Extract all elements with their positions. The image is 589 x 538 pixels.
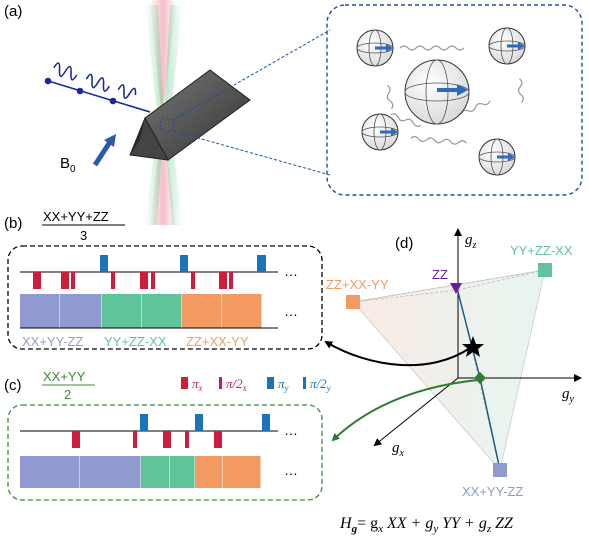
sequence-box-b [7,245,323,350]
pulse-sequence-b [33,255,266,289]
pulse-pi-y [195,414,203,431]
frac-b-denominator: 3 [80,228,87,243]
focus-circle [159,117,175,133]
pulse-pi-y [140,414,148,431]
legend-pi2-x-swatch [219,377,222,389]
pulse-pi-x [140,272,148,289]
vertex-xx-yy-zz [493,463,507,477]
pulse-pi-x [219,272,227,289]
vertex-label-top: YY+ZZ-XX [510,243,573,258]
vertex-label-bottom: XX+YY-ZZ [462,484,523,499]
arrow-c-to-diamond [331,379,479,442]
legend-pi2-x: π/2x [226,376,247,393]
pulse-pi2-x [229,272,233,289]
axis-label-gy: gy [562,386,575,405]
bloch-sphere-icon [356,29,394,67]
bloch-sphere-icon [361,113,399,151]
ellipsis-c1: … [284,422,298,438]
legend-pi-y: πy [278,376,289,393]
diamond-crystal-icon [129,69,251,161]
spin-cluster [356,27,526,176]
vertex-label-left: ZZ+XX-YY [326,277,389,292]
axis-label-gz: gz [465,232,477,251]
bloch-sphere-icon [404,59,470,125]
frac-b-numerator: XX+YY+ZZ [43,209,109,224]
ellipsis-b1: … [284,263,298,279]
seg-label-zz-xx-yy: ZZ+XX-YY [186,334,249,349]
bloch-sphere-icon [478,138,516,176]
vertex-zz-marker [450,283,462,294]
sequence-segment [141,456,170,488]
pulse-pi2-x [185,431,189,448]
pulse-pi2-x [191,272,195,289]
microwave-coil-icon [44,62,151,113]
heisenberg-star-icon [462,336,484,357]
vertex-yy-zz-xx [538,263,552,277]
hamiltonian-equation: Hg= gx XX + gy YY + gz ZZ [339,515,514,535]
arrow-b-to-star [324,340,471,367]
pulse-pi-y [180,255,188,272]
sequence-segment [80,456,141,488]
pulse-pi-x [61,272,69,289]
pulse-pi-x [72,431,80,448]
sequence-segment [170,456,195,488]
sequence-segment [223,456,261,488]
pulse-pi2-y [262,255,266,272]
pulse-sequence-c [72,414,270,448]
pulse-pi2-x [133,431,137,448]
vertex-label-zz: ZZ [432,267,448,282]
legend-pi-x: πx [192,376,203,393]
zoom-line-bottom [172,130,331,176]
sequence-segment [20,456,80,488]
seg-label-yy-zz-xx: YY+ZZ-XX [104,334,167,349]
segment-bar-c [20,456,262,488]
frac-c-denominator: 2 [64,387,71,402]
segment-bar-b [20,294,263,328]
pulse-pi-x [214,431,222,448]
hamiltonian-simplex [346,228,582,477]
panel-label-a: (a) [4,3,22,20]
spin-inset-box [326,4,583,196]
sequence-segment [182,294,222,328]
legend-pi2-y-swatch [303,377,306,389]
sequence-segment [195,456,223,488]
laser-beams [145,0,183,225]
sequence-box-c [7,404,323,501]
ellipsis-b2: … [284,303,298,319]
ellipsis-c2: … [284,462,298,478]
legend-pi-y-swatch [267,377,274,389]
b0-label: B0 [60,155,76,175]
axis-label-gx: gx [392,440,405,459]
pulse-pi-x [33,272,41,289]
seg-label-xx-yy-zz: XX+YY-ZZ [22,334,83,349]
panel-label-d: (d) [395,235,413,252]
panel-label-c: (c) [4,377,22,394]
pulse-legend: πx π/2x πy π/2y [181,376,331,393]
bloch-sphere-icon [488,27,526,65]
legend-pi-x-swatch [181,377,188,389]
green-beam [145,5,183,225]
sequence-segment [142,294,182,328]
pulse-pi-y [100,255,108,272]
zoom-line-top [172,29,331,121]
frac-c-numerator: XX+YY [43,369,86,384]
gx-axis [373,377,459,447]
pulse-pi2-x [151,272,155,289]
panel-label-b: (b) [4,215,22,232]
b0-arrow-icon [92,140,113,167]
sequence-segment [102,294,142,328]
pulse-pi-x [163,431,171,448]
vertex-zz-xx-yy [346,295,360,309]
sequence-segment [222,294,262,328]
pulse-pi2-x [111,272,115,289]
pulse-pi-y [262,414,270,431]
pulse-pi2-x [71,272,75,289]
sequence-segment [60,294,102,328]
sequence-segment [20,294,60,328]
pulse-pi-y [257,255,265,272]
legend-pi2-y: π/2y [310,376,331,393]
